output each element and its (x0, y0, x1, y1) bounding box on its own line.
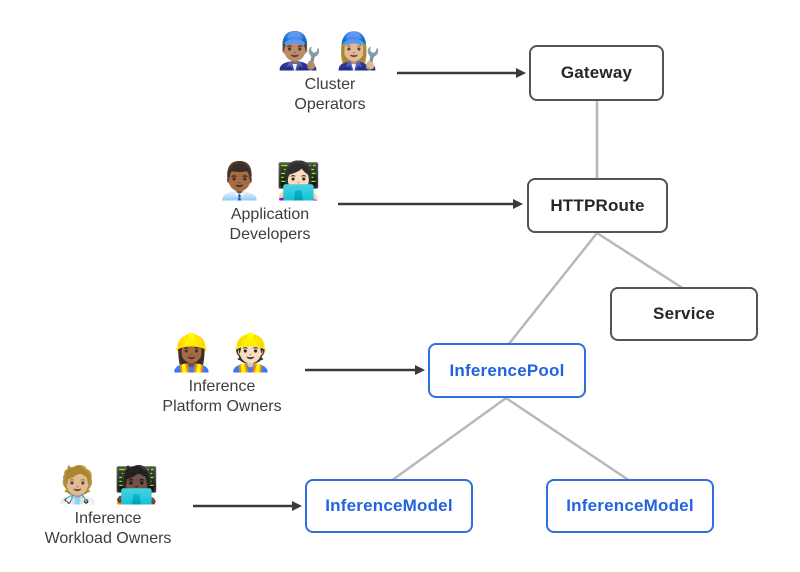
application-developers-label: Application Developers (185, 205, 355, 244)
actor-inference-platform-owners: 👷🏾‍♀️ 👷🏻 Inference Platform Owners (137, 330, 307, 416)
actor-inference-workload-owners: 🧑🏼‍⚕️ 🧑🏿‍💻 Inference Workload Owners (23, 462, 193, 548)
cluster-operators-label: Cluster Operators (245, 75, 415, 114)
actor-label-line: Application (230, 206, 310, 223)
actor-application-developers: 👨🏾‍💼 👩🏻‍💻 Application Developers (185, 158, 355, 244)
actor-label-line: Platform Owners (162, 397, 282, 415)
edge-inferencepool-inferencemodel-right (505, 396, 631, 483)
actor-label-line: Cluster (304, 76, 356, 93)
service-box: Service (610, 287, 758, 341)
edge-httproute-inferencepool (507, 232, 598, 346)
gateway-box: Gateway (529, 45, 664, 101)
inference-workload-owners-label: Inference Workload Owners (23, 509, 193, 548)
httproute-box: HTTPRoute (527, 178, 668, 233)
inferencemodel-right-box: InferenceModel (546, 479, 714, 533)
inference-platform-owners-emoji: 👷🏾‍♀️ 👷🏻 (169, 332, 275, 373)
inference-platform-owners-label: Inference Platform Owners (137, 377, 307, 416)
edge-inferencepool-inferencemodel-left (390, 396, 507, 483)
inferencepool-box: InferencePool (428, 343, 586, 398)
actor-cluster-operators: 👨🏽‍🔧 👩🏼‍🔧 Cluster Operators (245, 28, 415, 114)
application-developers-emoji: 👨🏾‍💼 👩🏻‍💻 (217, 160, 323, 201)
cluster-operators-emoji: 👨🏽‍🔧 👩🏼‍🔧 (277, 30, 383, 71)
inferencemodel-left-box: InferenceModel (305, 479, 473, 533)
actor-label-line: Inference (188, 378, 256, 395)
actor-label-line: Inference (74, 510, 142, 527)
edge-httproute-service (596, 231, 685, 291)
actor-label-line: Operators (294, 95, 366, 113)
actor-label-line: Developers (229, 225, 311, 243)
inference-workload-owners-emoji: 🧑🏼‍⚕️ 🧑🏿‍💻 (55, 464, 161, 505)
actor-label-line: Workload Owners (44, 529, 172, 547)
